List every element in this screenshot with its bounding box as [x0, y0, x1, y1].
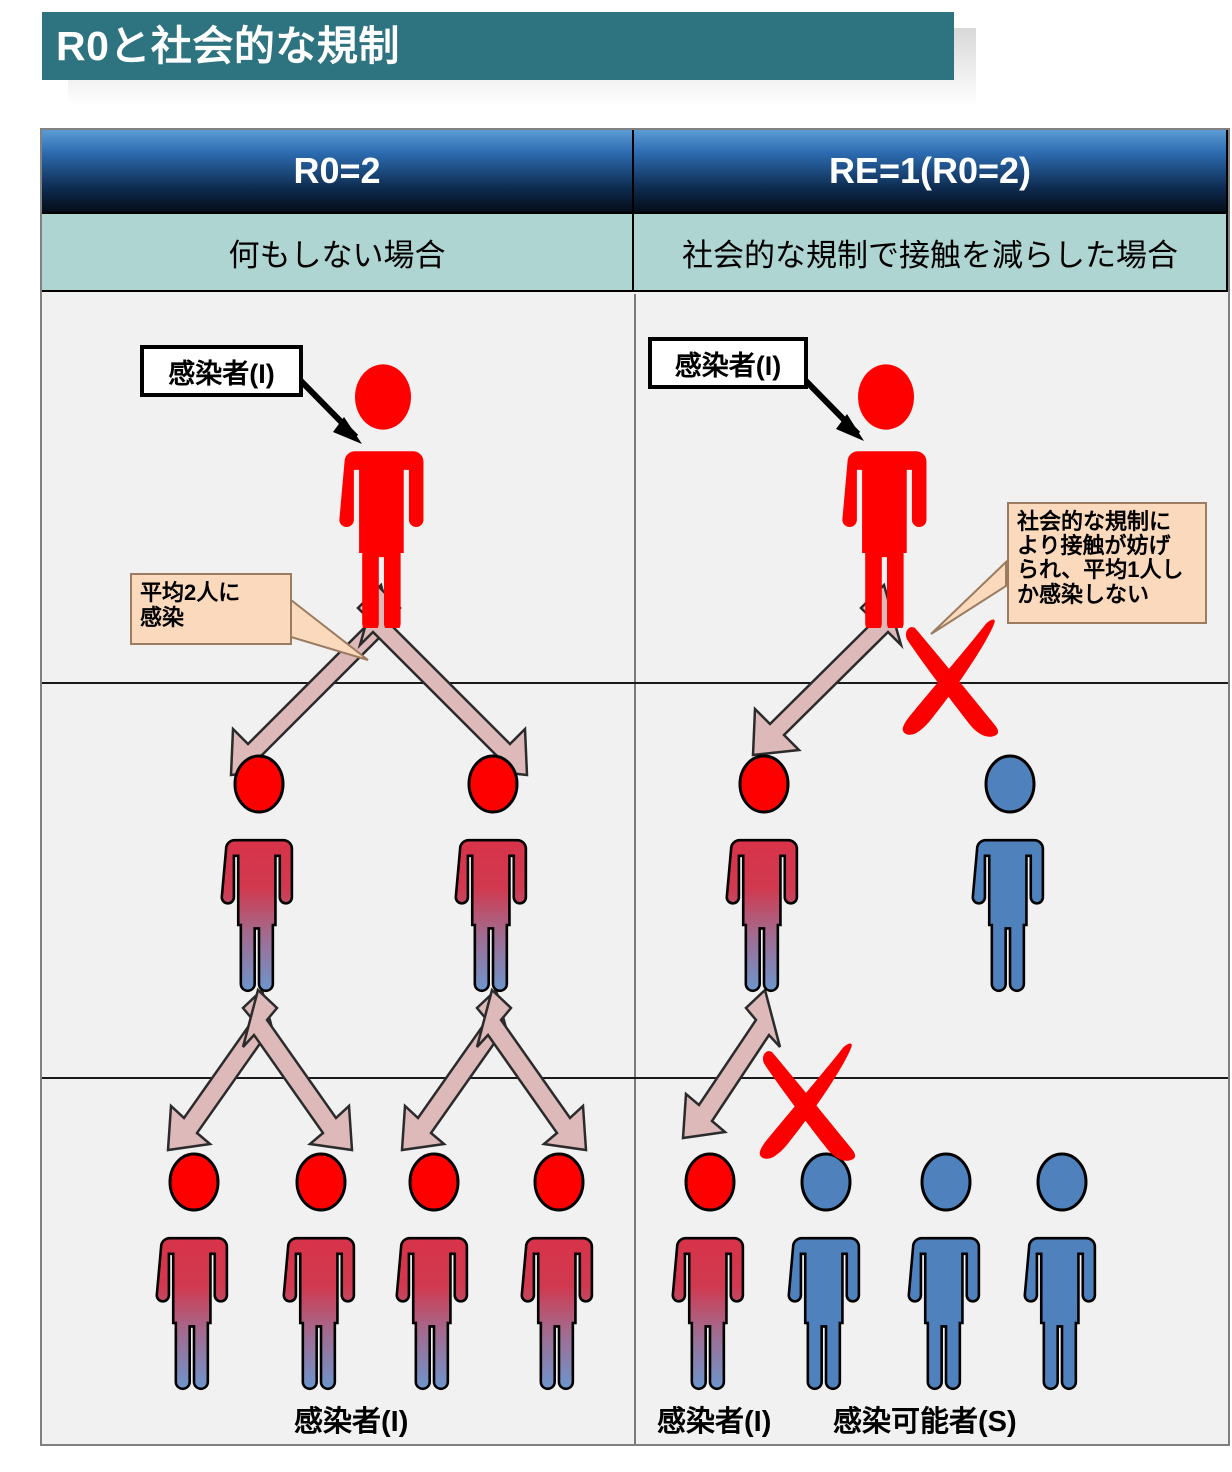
- callout-right-line-3: られ、平均1人し: [1017, 557, 1184, 583]
- legend-right-susceptible: 感染可能者(S): [833, 1406, 1017, 1438]
- label-infected-right-text: 感染者(I): [674, 350, 782, 381]
- legend-right-infected: 感染者(I): [657, 1406, 772, 1438]
- callout-left-line-1: 平均2人に: [140, 580, 241, 605]
- table-body: [42, 294, 1228, 1444]
- comparison-table: R0=2 RE=1(R0=2) 何もしない場合 社会的な規制で接触を減らした場合: [40, 128, 1230, 1446]
- callout-left-average-two: 平均2人に 感染: [130, 573, 292, 645]
- callout-right-line-1: 社会的な規制に: [1017, 509, 1172, 534]
- callout-left-line-2: 感染: [140, 604, 185, 630]
- table-header-row: R0=2 RE=1(R0=2): [42, 130, 1228, 214]
- legend-left-infected: 感染者(I): [294, 1406, 409, 1438]
- callout-right-restriction: 社会的な規制に より接触が妨げ られ、平均1人し か感染しない: [1007, 502, 1207, 624]
- column-subheader-right: 社会的な規制で接触を減らした場合: [634, 214, 1228, 292]
- label-box-infected-right: 感染者(I): [648, 337, 808, 389]
- callout-right-line-2: より接触が妨げ: [1017, 533, 1171, 559]
- title-bar: R0と社会的な規制: [42, 12, 954, 80]
- column-header-left: R0=2: [42, 130, 634, 214]
- table-subheader-row: 何もしない場合 社会的な規制で接触を減らした場合: [42, 214, 1228, 292]
- row-divider-2: [42, 1077, 1228, 1079]
- label-box-infected-left: 感染者(I): [140, 345, 303, 397]
- label-infected-left-text: 感染者(I): [168, 358, 275, 389]
- column-subheader-left: 何もしない場合: [42, 214, 634, 292]
- column-divider: [634, 294, 636, 1444]
- row-divider-1: [42, 682, 1228, 684]
- page-title: R0と社会的な規制: [56, 22, 400, 69]
- callout-right-line-4: か感染しない: [1017, 581, 1150, 607]
- column-header-right: RE=1(R0=2): [634, 130, 1228, 214]
